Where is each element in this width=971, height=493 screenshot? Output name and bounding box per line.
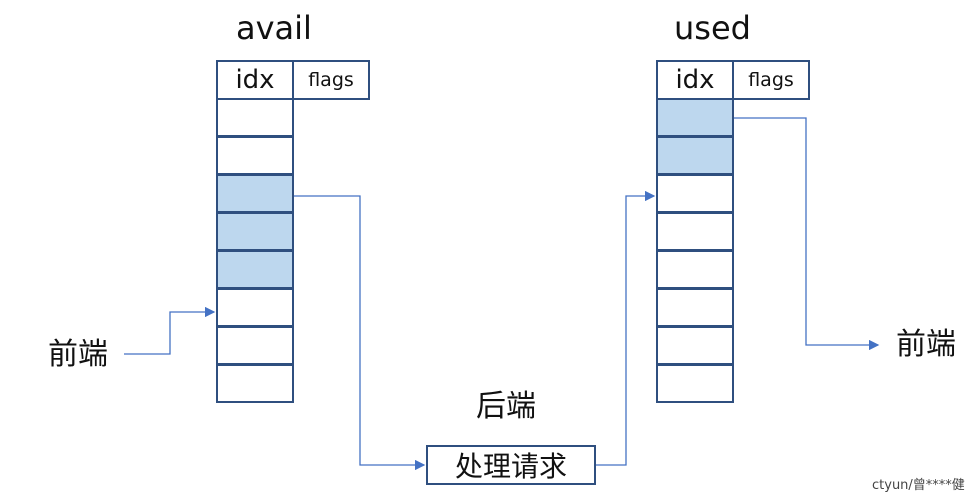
process-request-box: 处理请求 <box>426 445 596 485</box>
process-to-used-arrow <box>596 190 656 466</box>
frontend-right-label: 前端 <box>896 327 956 362</box>
used-ring-entry <box>656 364 734 404</box>
avail-header-flags: flags <box>292 60 370 100</box>
used-ring-entry <box>656 250 734 290</box>
backend-label: 后端 <box>476 389 536 424</box>
used-ring-entry <box>656 326 734 366</box>
watermark: ctyun/曾****健 <box>872 478 965 493</box>
avail-ring-entry <box>216 174 294 214</box>
avail-ring-entry <box>216 212 294 252</box>
frontend-left-label: 前端 <box>48 337 108 372</box>
avail-title: avail <box>236 9 312 47</box>
used-header-flags: flags <box>732 60 810 100</box>
avail-ring-entry <box>216 326 294 366</box>
used-title: used <box>674 9 751 47</box>
avail-ring-entry <box>216 364 294 404</box>
frontend-to-avail-arrow <box>124 306 216 355</box>
avail-ring-entry <box>216 250 294 290</box>
avail-to-process-arrow <box>294 195 426 471</box>
used-ring-entry <box>656 136 734 176</box>
used-to-frontend-arrow <box>734 117 880 351</box>
used-header-idx: idx <box>656 60 734 100</box>
avail-ring-entry <box>216 136 294 176</box>
